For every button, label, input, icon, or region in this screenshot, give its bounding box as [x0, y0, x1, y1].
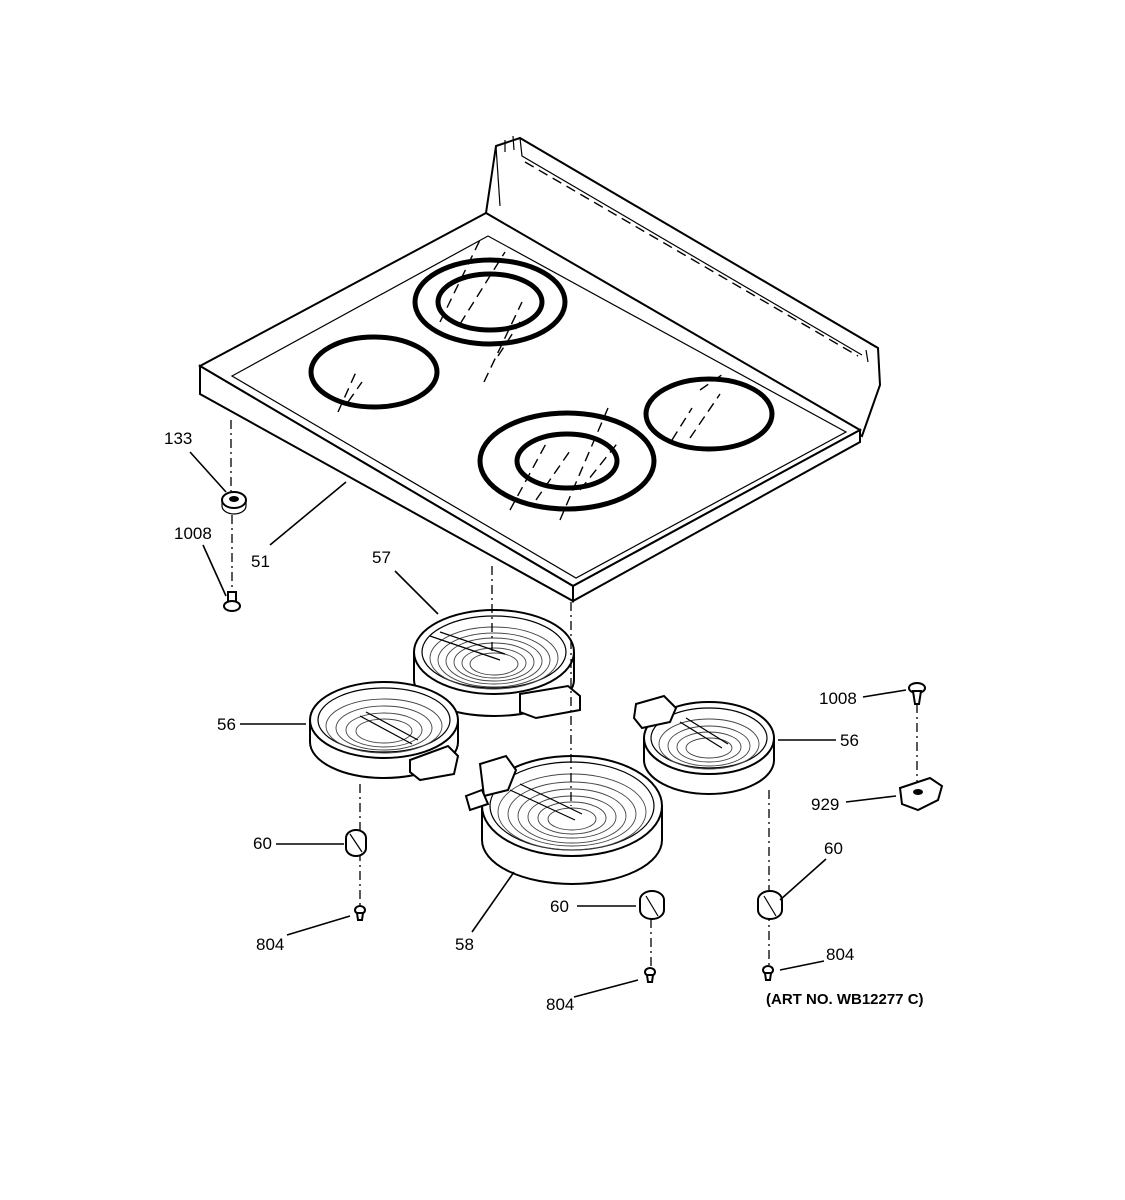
- label-clip-60-center: 60: [550, 897, 569, 916]
- label-bracket-929: 929: [811, 795, 839, 814]
- label-screw-804-center: 804: [546, 995, 574, 1014]
- bumper-133: [221, 491, 247, 515]
- part-labels: 133 1008 51 57 56 60 804 58 60 804 56 10…: [164, 429, 924, 1014]
- element-58: [464, 754, 663, 885]
- label-screw-804-left: 804: [256, 935, 284, 954]
- clip-60-left: [345, 829, 367, 857]
- label-clip-60-right: 60: [824, 839, 843, 858]
- label-element-56-left: 56: [217, 715, 236, 734]
- label-element-58: 58: [455, 935, 474, 954]
- label-screw-1008-left: 1008: [174, 524, 212, 543]
- cooktop-burner-rings: [308, 239, 775, 521]
- screw-1008-left: [223, 591, 241, 612]
- element-56-left: [309, 681, 460, 782]
- label-screw-804-right: 804: [826, 945, 854, 964]
- element-56-right: [632, 694, 775, 795]
- label-cooktop-133: 133: [164, 429, 192, 448]
- clip-60-right: [757, 890, 783, 920]
- screw-804-left: [354, 905, 366, 921]
- screw-804-right: [762, 965, 774, 981]
- label-element-57: 57: [372, 548, 391, 567]
- label-cooktop-51: 51: [251, 552, 270, 571]
- bracket-929: [898, 776, 944, 812]
- label-element-56-right: 56: [840, 731, 859, 750]
- label-clip-60-left: 60: [253, 834, 272, 853]
- label-screw-1008-right: 1008: [819, 689, 857, 708]
- cooktop-glass: [197, 135, 882, 603]
- leader-lines: [189, 451, 907, 998]
- screw-1008-right: [908, 682, 926, 705]
- screw-804-center: [644, 967, 656, 983]
- clip-60-center: [639, 890, 665, 920]
- art-number-label: (ART NO. WB12277 C): [766, 991, 924, 1008]
- assembly-centerlines: [230, 420, 918, 968]
